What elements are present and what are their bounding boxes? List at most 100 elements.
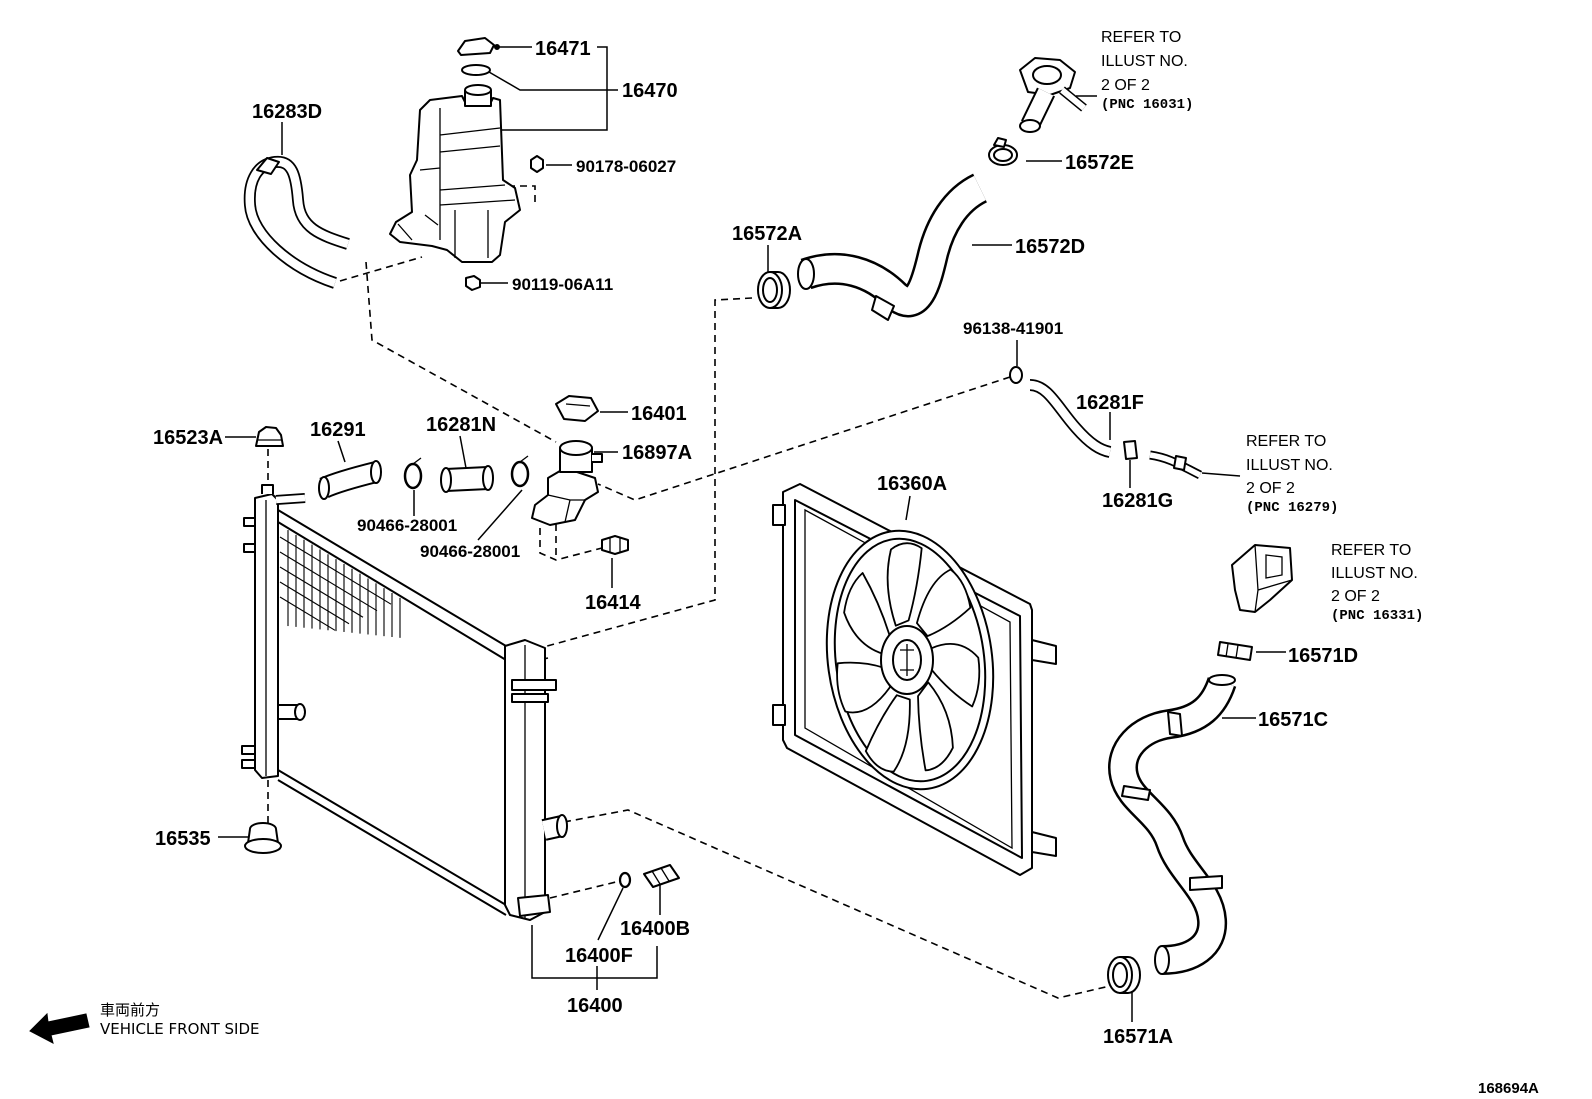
label-16535: 16535 [155, 828, 211, 850]
plug-16414 [601, 535, 629, 555]
dash-bypass-hose-to-neck [597, 376, 1011, 501]
lower-hose-top-end [1208, 674, 1236, 686]
label-16571D: 16571D [1288, 645, 1358, 667]
label-16470: 16470 [622, 80, 678, 102]
leader-16470 [488, 71, 618, 91]
leader-16281N [459, 435, 467, 469]
radiator-core-face [278, 516, 506, 910]
dash-reservoir-bracket [508, 185, 536, 206]
refer-note-pnc: (PNC 16331) [1331, 608, 1423, 624]
clamp-16571D [1217, 641, 1253, 661]
leader-dot [494, 44, 500, 50]
reservoir-neck-top [464, 84, 492, 96]
radiator-bottom-edge [277, 769, 507, 916]
radiator-outlet-end [556, 814, 568, 838]
lower-hose-bottom-end [1154, 945, 1170, 975]
refer-note-line3: 2 OF 2 [1101, 77, 1150, 94]
water-inlet-ref-16331 [1231, 544, 1293, 613]
shroud-mount-tabs [772, 504, 1057, 857]
leader-ref-16279 [1201, 472, 1241, 477]
dash-upper-hose-to-radiator [539, 297, 753, 649]
vehicle-front-en: VEHICLE FRONT SIDE [100, 1020, 260, 1038]
refer-note-line3: 2 OF 2 [1331, 588, 1380, 605]
fan-blade [917, 681, 954, 772]
label-16400F: 16400F [565, 945, 633, 967]
upper-hose-end [797, 258, 815, 290]
part-number-labels: 16471 16470 16283D 90178-06027 90119-06A… [153, 38, 1358, 1048]
pipe-ref-16279-clip [1173, 455, 1187, 471]
plug-16414-detail [609, 537, 621, 553]
radiator-core-fins [279, 530, 401, 638]
illustration-id: 168694A [1478, 1080, 1539, 1097]
label-16571A: 16571A [1103, 1026, 1173, 1048]
radiator [241, 484, 568, 921]
clamp-b-tab [519, 455, 529, 463]
hose-16281N-end-left [440, 467, 452, 493]
refer-note-line1: REFER TO [1101, 29, 1181, 46]
leader-90466-28001-b [477, 489, 523, 541]
lower-hose-band-1 [1167, 711, 1183, 737]
radiator-core-line [279, 551, 378, 612]
refer-note-line1: REFER TO [1331, 542, 1411, 559]
fan-blades [836, 542, 981, 773]
hose-16281N-fill [445, 468, 489, 490]
clamp-90466-28001-a [403, 462, 423, 490]
grommet-16535-base [244, 838, 282, 854]
bracket-16400 [531, 925, 658, 979]
dash-drain [549, 880, 621, 899]
lower-hose-band-2 [1121, 785, 1151, 801]
housing-sensor-fill [1060, 87, 1086, 111]
radiator-core-line [279, 536, 392, 605]
reservoir-tank [389, 37, 544, 291]
housing-bore [1032, 65, 1062, 85]
radiator-drain-housing [517, 894, 551, 917]
filler-16897A-nipple [592, 453, 603, 463]
arrow-left-down-icon [29, 1012, 90, 1044]
dash-neck-to-plug [539, 528, 603, 561]
dash-hose-to-reservoir [339, 256, 423, 282]
label-16523A: 16523A [153, 427, 223, 449]
label-16471: 16471 [535, 38, 591, 60]
clip-96138-41901 [1009, 366, 1023, 384]
clamp-16571A-hole [1112, 962, 1128, 988]
radiator-inlet-end [294, 703, 306, 721]
reservoir-hose-16283D [243, 155, 350, 289]
refer-note-line2: ILLUST NO. [1331, 565, 1418, 582]
refer-note-line2: ILLUST NO. [1101, 53, 1188, 70]
label-90466-28001-a: 90466-28001 [357, 516, 457, 535]
refer-note-16031: REFER TO ILLUST NO. 2 OF 2 (PNC 16031) [1101, 29, 1193, 113]
refer-note-line1: REFER TO [1246, 433, 1326, 450]
radiator-small-parts [244, 395, 680, 889]
clamp-a-tab [412, 457, 422, 465]
reservoir-cap [457, 37, 495, 56]
refer-note-16279: REFER TO ILLUST NO. 2 OF 2 (PNC 16279) [1246, 433, 1338, 516]
radiator-core-line [279, 596, 336, 631]
radiator-core-line [279, 566, 364, 618]
fan-blade [864, 694, 911, 773]
label-96138-41901: 96138-41901 [963, 319, 1063, 338]
label-90466-28001-b: 90466-28001 [420, 542, 520, 561]
fan-blade [886, 542, 923, 627]
label-16400B: 16400B [620, 918, 690, 940]
fan-hub-marks [900, 644, 914, 676]
bypass-hose [1009, 366, 1203, 480]
clamp-16572A-hole [762, 277, 778, 303]
bracket-16470 [448, 46, 608, 131]
label-16572D: 16572D [1015, 236, 1085, 258]
drain-plug-16400B-detail [651, 867, 670, 885]
label-16281F: 16281F [1076, 392, 1144, 414]
label-16291: 16291 [310, 419, 366, 441]
pipe-16291-end-left [318, 476, 330, 500]
clip-16281G [1123, 440, 1138, 460]
clamp-16571D-detail [1225, 643, 1239, 659]
label-16414: 16414 [585, 592, 641, 614]
label-16281N: 16281N [426, 414, 496, 436]
label-16401: 16401 [631, 403, 687, 425]
label-16360A: 16360A [877, 473, 947, 495]
fan-blade [836, 661, 891, 714]
radiator-top-edge [277, 509, 507, 661]
label-90119-06A11: 90119-06A11 [512, 275, 613, 294]
label-16897A: 16897A [622, 442, 692, 464]
label-90178-06027: 90178-06027 [576, 157, 676, 176]
lower-hose-band-3 [1189, 875, 1223, 891]
